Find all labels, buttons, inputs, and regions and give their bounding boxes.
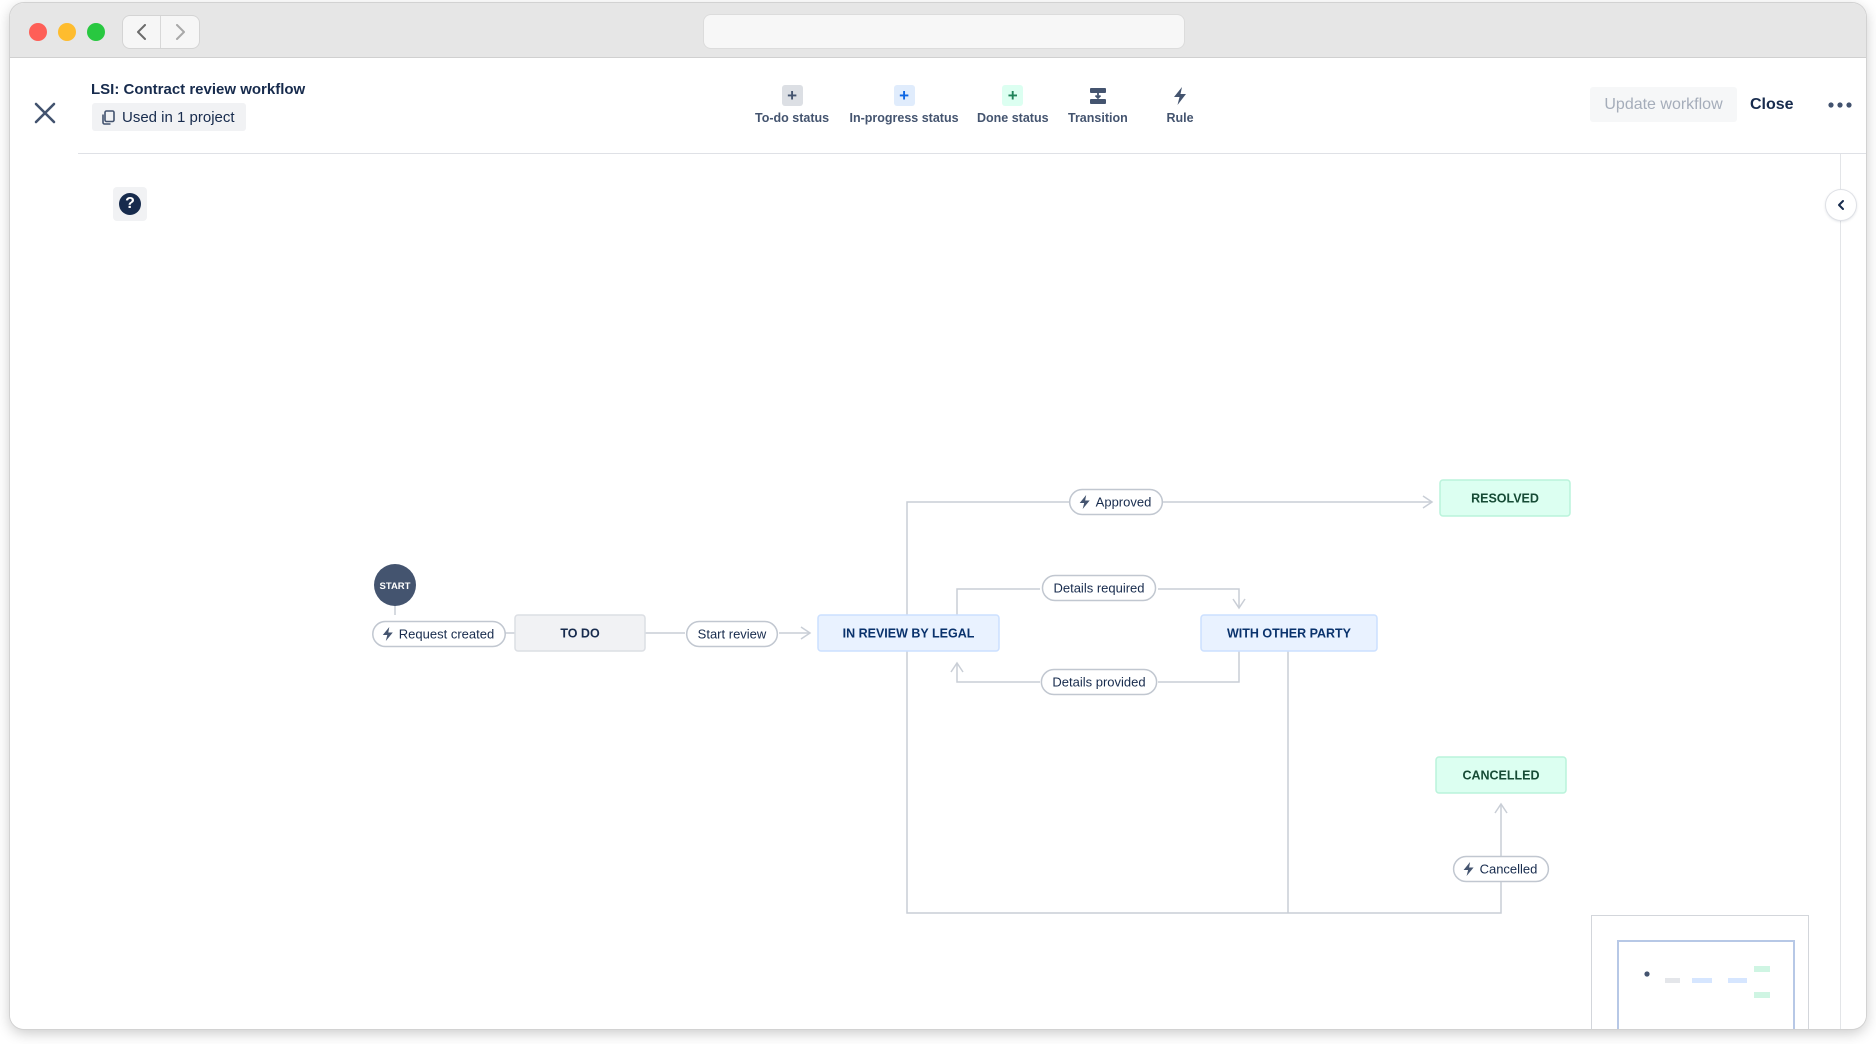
- status-label: WITH OTHER PARTY: [1227, 627, 1352, 641]
- workflow-editor: START TO DO IN REVIEW BY LEGAL WITH OTHER P…: [10, 59, 1866, 1029]
- address-bar[interactable]: [704, 15, 1184, 48]
- browser-window: START TO DO IN REVIEW BY LEGAL WITH OTHER P…: [10, 3, 1866, 1029]
- lightning-icon: [382, 627, 393, 641]
- expand-panel-button[interactable]: [1826, 190, 1856, 220]
- transition-request-created[interactable]: Request created: [372, 620, 506, 648]
- start-node: [374, 564, 416, 606]
- close-icon: [34, 102, 56, 124]
- add-inprogress-status-button[interactable]: + In-progress status: [850, 85, 959, 125]
- toolbar-label: Done status: [977, 111, 1049, 125]
- transition-label: Start review: [698, 627, 767, 642]
- status-todo[interactable]: TO DO: [514, 614, 646, 652]
- question-icon: ?: [119, 193, 141, 215]
- transition-label: Details provided: [1052, 675, 1145, 690]
- transition-label: Details required: [1053, 581, 1144, 596]
- status-in-review-by-legal[interactable]: IN REVIEW BY LEGAL: [817, 614, 1000, 652]
- status-cancelled[interactable]: CANCELLED: [1435, 756, 1567, 794]
- transition-pill: [685, 620, 779, 648]
- plus-icon: +: [1002, 85, 1024, 106]
- arrow-head: [1232, 598, 1246, 610]
- transition-pill: [1452, 855, 1550, 883]
- add-todo-status-button[interactable]: + To-do status: [755, 85, 829, 125]
- window-minimize-dot[interactable]: [58, 23, 76, 41]
- update-workflow-button[interactable]: Update workflow: [1590, 87, 1737, 122]
- minimap[interactable]: [1591, 915, 1809, 1029]
- close-button[interactable]: Close: [1750, 95, 1794, 113]
- add-done-status-button[interactable]: + Done status: [977, 85, 1049, 125]
- arrow-head: [1494, 802, 1508, 814]
- lightning-icon: [1463, 862, 1474, 876]
- chevron-right-icon: [176, 24, 185, 40]
- lightning-icon: [1079, 495, 1090, 509]
- plus-icon: +: [781, 85, 803, 106]
- arrow-head: [950, 661, 964, 673]
- browser-back-button[interactable]: [123, 16, 161, 48]
- toolbar-label: Rule: [1166, 111, 1194, 125]
- browser-forward-button[interactable]: [161, 16, 199, 48]
- status-box: [817, 614, 1000, 652]
- add-rule-button[interactable]: Rule: [1167, 85, 1194, 125]
- transition-icon: [1087, 85, 1108, 106]
- workflow-diagram: START TO DO IN REVIEW BY LEGAL WITH OTHER P…: [372, 479, 1571, 914]
- connector-line: [956, 588, 1040, 615]
- more-icon: [1828, 102, 1852, 108]
- used-in-projects-badge[interactable]: Used in 1 project: [92, 103, 246, 131]
- browser-titlebar: [10, 3, 1866, 58]
- transition-start-review[interactable]: Start review: [685, 620, 779, 648]
- transition-details-required[interactable]: Details required: [1041, 574, 1157, 602]
- status-box: [1439, 479, 1571, 517]
- transition-pill: [1040, 668, 1158, 696]
- arrow-head: [800, 626, 812, 640]
- transition-approved[interactable]: Approved: [1068, 488, 1164, 516]
- chevron-left-icon: [137, 24, 146, 40]
- connector-line: [906, 501, 1069, 615]
- transition-label: Cancelled: [1480, 862, 1538, 877]
- toolbar-label: Transition: [1068, 111, 1128, 125]
- connector-line: [906, 651, 1502, 914]
- connector-line: [1158, 588, 1240, 608]
- used-in-projects-label: Used in 1 project: [122, 108, 235, 126]
- connector-line: [956, 663, 1040, 683]
- minimap-overview: [1644, 966, 1770, 998]
- arrow-head: [1422, 495, 1434, 509]
- status-box: [1435, 756, 1567, 794]
- lightning-icon: [1170, 85, 1191, 106]
- status-label: TO DO: [560, 627, 600, 641]
- node-group: START TO DO IN REVIEW BY LEGAL WITH OTHER P…: [372, 479, 1571, 883]
- help-button[interactable]: ?: [113, 187, 147, 221]
- transition-label: Request created: [399, 627, 494, 642]
- status-label: IN REVIEW BY LEGAL: [843, 627, 975, 641]
- transition-pill: [372, 620, 506, 648]
- status-with-other-party[interactable]: WITH OTHER PARTY: [1200, 614, 1378, 652]
- minimap-viewport[interactable]: [1617, 940, 1795, 1029]
- add-transition-button[interactable]: Transition: [1068, 85, 1128, 125]
- window-close-dot[interactable]: [29, 23, 47, 41]
- side-panel-divider: [1840, 154, 1841, 1029]
- close-editor-button[interactable]: [30, 98, 60, 128]
- status-resolved[interactable]: RESOLVED: [1439, 479, 1571, 517]
- toolbar-label: To-do status: [755, 111, 830, 125]
- plus-icon: +: [893, 85, 915, 106]
- status-label: CANCELLED: [1462, 769, 1539, 783]
- transition-pill: [1041, 574, 1157, 602]
- browser-nav-buttons: [123, 16, 199, 48]
- status-label: RESOLVED: [1471, 492, 1539, 506]
- status-box: [1200, 614, 1378, 652]
- status-box: [514, 614, 646, 652]
- start-node-label: START: [380, 581, 411, 592]
- toolbar-label: In-progress status: [849, 111, 959, 125]
- transition-details-provided[interactable]: Details provided: [1040, 668, 1158, 696]
- workflow-title: LSI: Contract review workflow: [91, 81, 306, 98]
- copy-icon: [102, 109, 115, 125]
- window-zoom-dot[interactable]: [87, 23, 105, 41]
- transition-cancelled[interactable]: Cancelled: [1452, 855, 1550, 883]
- header-divider: [78, 153, 1866, 154]
- connector-line: [1158, 651, 1240, 683]
- chevron-left-icon: [1838, 200, 1844, 210]
- more-actions-button[interactable]: [1826, 93, 1854, 117]
- transition-label: Approved: [1096, 495, 1152, 510]
- connector-group: [394, 495, 1508, 914]
- transition-pill: [1068, 488, 1164, 516]
